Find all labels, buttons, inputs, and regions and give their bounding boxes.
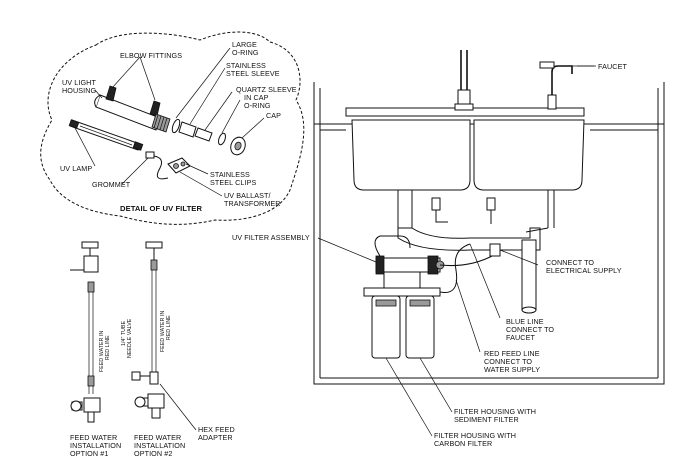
- label-blue-line-3: FAUCET: [506, 333, 535, 342]
- label-stainless-sleeve-1: STAINLESS: [226, 61, 266, 70]
- detail-labels: ELBOW FITTINGS LARGE O-RING STAINLESS ST…: [60, 40, 297, 213]
- right-basin: [473, 119, 585, 191]
- label-blue-line-1: BLUE LINE: [506, 317, 544, 326]
- label-elbow-fittings: ELBOW FITTINGS: [120, 51, 182, 60]
- label-stainless-clips-2: STEEL CLIPS: [210, 178, 256, 187]
- label-sediment-1: FILTER HOUSING WITH: [454, 407, 536, 416]
- cabinet-labels: FAUCET UV FILTER ASSEMBLY CONNECT TO ELE…: [232, 62, 627, 448]
- detail-title: DETAIL OF UV FILTER: [120, 204, 202, 213]
- ro-faucet: [539, 61, 594, 110]
- label-feed-in-red-1a: FEED WATER IN: [99, 330, 105, 372]
- sink-cabinet: FAUCET UV FILTER ASSEMBLY CONNECT TO ELE…: [232, 50, 665, 448]
- label-faucet: FAUCET: [598, 62, 627, 71]
- label-carbon-1: FILTER HOUSING WITH: [434, 431, 516, 440]
- label-needle-valve-a: 1/4" TUBE: [121, 320, 127, 346]
- label-feed-in-red-2a: FEED WATER IN: [160, 310, 166, 352]
- label-large-oring-2: O-RING: [232, 48, 259, 57]
- cabinet-outline: [313, 82, 665, 385]
- label-in-cap-oring-1: IN CAP: [244, 93, 269, 102]
- label-connect-electrical-1: CONNECT TO: [546, 258, 594, 267]
- label-hex-feed-2: ADAPTER: [198, 433, 233, 442]
- label-option1-2: INSTALLATION: [70, 441, 121, 450]
- label-blue-line-2: CONNECT TO: [506, 325, 554, 334]
- label-option1-3: OPTION #1: [70, 449, 108, 458]
- uv-filter-detail: ELBOW FITTINGS LARGE O-RING STAINLESS ST…: [40, 31, 305, 225]
- label-red-feed-2: CONNECT TO: [484, 357, 532, 366]
- label-stainless-sleeve-2: STEEL SLEEVE: [226, 69, 280, 78]
- label-option2-3: OPTION #2: [134, 449, 172, 458]
- uv-filter-assembly: [374, 235, 501, 275]
- uv-light-housing-drawing: [94, 85, 246, 156]
- main-faucet: [454, 50, 474, 111]
- detail-leaders: [73, 47, 265, 197]
- ballast-drawing: [145, 151, 191, 180]
- cabinet-leaders: [317, 65, 596, 437]
- filter-housings: [363, 243, 471, 359]
- label-uv-ballast-1: UV BALLAST/: [224, 191, 271, 200]
- label-uv-light-housing-1: UV LIGHT: [62, 78, 96, 87]
- label-large-oring-1: LARGE: [232, 40, 257, 49]
- label-uv-ballast-2: TRANSFORMER: [224, 199, 281, 208]
- label-option2-2: INSTALLATION: [134, 441, 185, 450]
- label-red-feed-1: RED FEED LINE: [484, 349, 540, 358]
- label-needle-valve-b: NEEDLE VALVE: [127, 318, 133, 358]
- label-red-feed-3: WATER SUPPLY: [484, 365, 540, 374]
- label-option1-1: FEED WATER: [70, 433, 117, 442]
- angle-stops: [431, 197, 496, 224]
- label-carbon-2: CARBON FILTER: [434, 439, 492, 448]
- label-uv-light-housing-2: HOUSING: [62, 86, 97, 95]
- label-uv-filter-assembly: UV FILTER ASSEMBLY: [232, 233, 310, 242]
- detail-cloud-outline: [40, 31, 305, 225]
- label-cap: CAP: [266, 111, 281, 120]
- label-quartz-sleeve: QUARTZ SLEEVE: [236, 85, 297, 94]
- feed-option-1: FEED WATER IN RED LINE FEED WATER INSTAL…: [70, 241, 121, 458]
- label-stainless-clips-1: STAINLESS: [210, 170, 250, 179]
- left-basin: [351, 119, 471, 191]
- label-in-cap-oring-2: O-RING: [244, 101, 271, 110]
- label-feed-in-red-1b: RED LINE: [105, 335, 111, 360]
- drain-pipes: [397, 189, 555, 314]
- feed-option-2: 1/4" TUBE NEEDLE VALVE FEED WATER IN RED…: [121, 241, 235, 458]
- label-feed-in-red-2b: RED LINE: [166, 315, 172, 340]
- label-grommet: GROMMET: [92, 180, 131, 189]
- label-hex-feed-1: HEX FEED: [198, 425, 235, 434]
- label-connect-electrical-2: ELECTRICAL SUPPLY: [546, 266, 622, 275]
- uv-lamp-drawing: [68, 119, 144, 151]
- label-sediment-2: SEDIMENT FILTER: [454, 415, 519, 424]
- label-option2-1: FEED WATER: [134, 433, 181, 442]
- label-uv-lamp: UV LAMP: [60, 164, 92, 173]
